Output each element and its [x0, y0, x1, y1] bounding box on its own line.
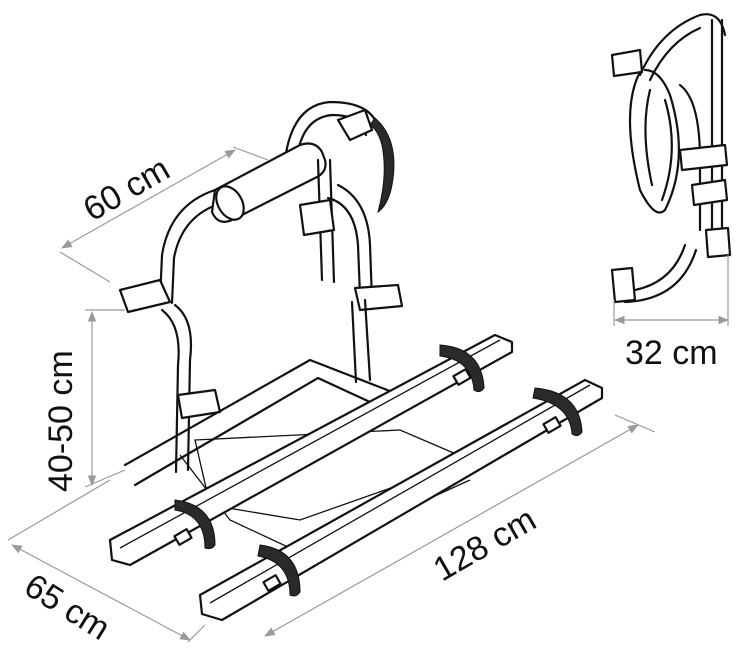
main-carrier-drawing [108, 100, 604, 622]
dim-label-40-50: 40-50 cm [42, 350, 80, 492]
dim-label-60: 60 cm [77, 150, 176, 229]
dim-label-32: 32 cm [625, 334, 718, 372]
dim-label-65: 65 cm [18, 567, 117, 648]
dim-line-60 [61, 149, 236, 249]
folded-carrier-drawing [610, 13, 732, 304]
dim-line-128 [264, 424, 639, 637]
dim-line-65 [11, 544, 191, 641]
dim-label-128: 128 cm [427, 500, 543, 589]
